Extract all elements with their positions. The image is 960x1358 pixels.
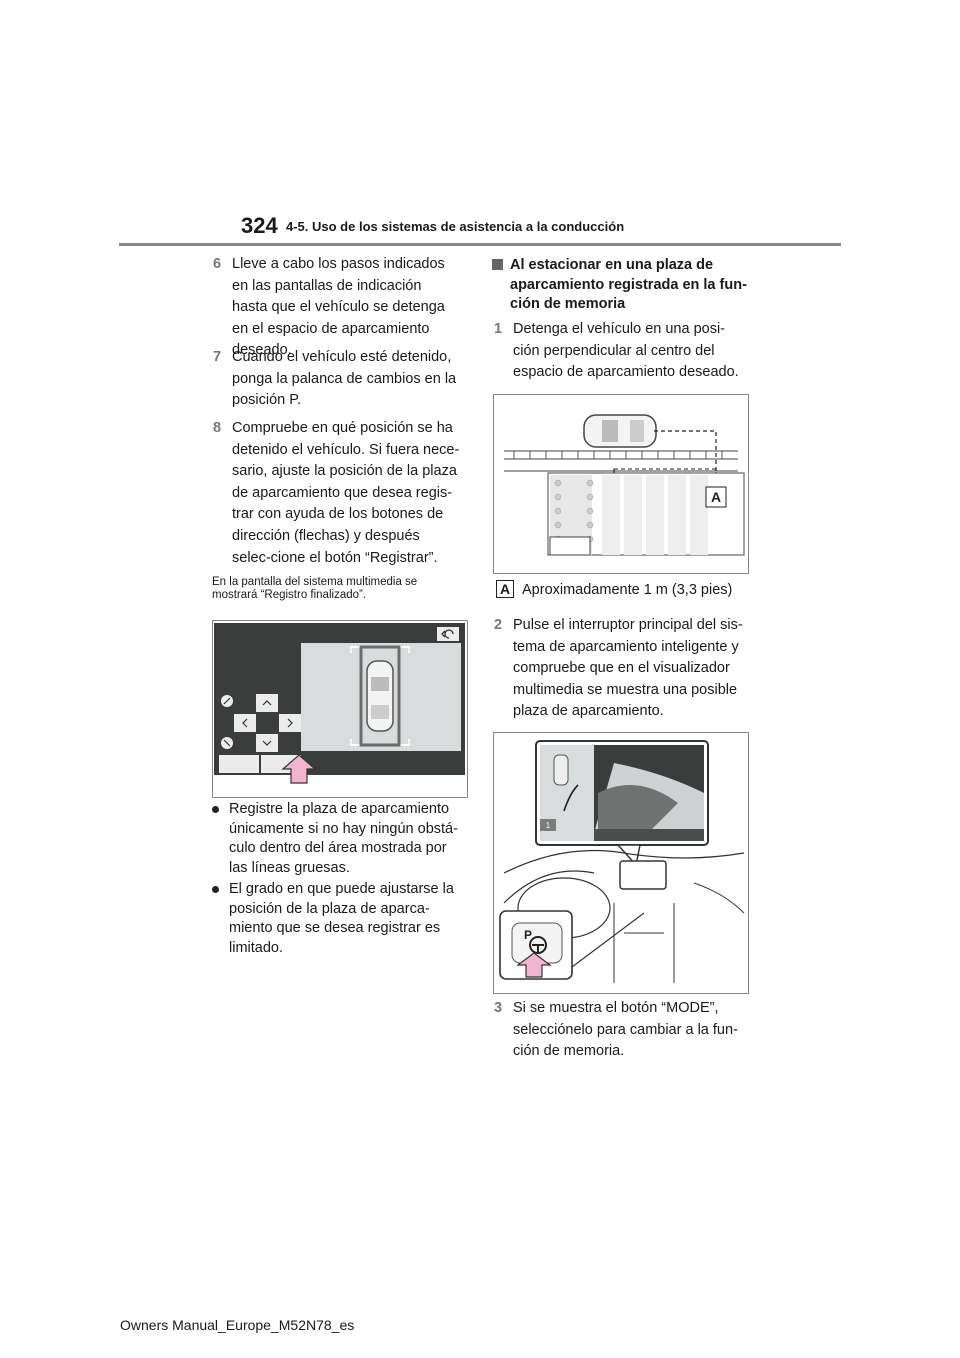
dashboard-figure: 1 P — [493, 732, 749, 994]
bullet-text: Registre la plaza de aparcamiento únicam… — [229, 801, 458, 876]
step-text: Pulse el interruptor principal del sis-t… — [513, 617, 743, 720]
bullet-dot — [212, 806, 219, 813]
step-text: Compruebe en qué posición se ha detenido… — [232, 420, 460, 566]
step-text: Detenga el vehículo en una posi-ción per… — [513, 321, 739, 381]
step-6: 6 Lleve a cabo los pasos indicados en la… — [213, 254, 460, 362]
parking-layout-illustration: A — [494, 395, 748, 573]
subsection-heading-text: Al estacionar en una plaza de aparcamien… — [510, 257, 747, 312]
step-number: 8 — [213, 420, 222, 436]
step-text: Si se muestra el botón “MODE”, selección… — [513, 1000, 738, 1060]
bullet-item: El grado en que puede ajustarse la posic… — [212, 880, 467, 958]
note-text: En la pantalla del sistema multimedia se… — [212, 576, 418, 601]
step-number: 1 — [494, 321, 503, 337]
screen-badge: 1 — [546, 821, 551, 830]
step-number: 2 — [494, 617, 503, 633]
step-1: 1 Detenga el vehículo en una posi-ción p… — [494, 319, 743, 384]
step-number: 6 — [213, 256, 222, 272]
registration-screen-figure — [212, 620, 468, 798]
callout-caption: A Aproximadamente 1 m (3,3 pies) — [496, 580, 732, 598]
step-2: 2 Pulse el interruptor principal del sis… — [494, 615, 743, 723]
header-divider — [119, 243, 841, 246]
document-name: Owners Manual_Europe_M52N78_es — [120, 1317, 355, 1333]
bullet-dot — [212, 886, 219, 893]
page-number: 324 — [241, 213, 278, 238]
step-number: 3 — [494, 1000, 503, 1016]
step-text: Cuando el vehículo esté detenido, ponga … — [232, 349, 457, 409]
callout-label: A — [496, 580, 514, 598]
step-7: 7 Cuando el vehículo esté detenido, pong… — [213, 347, 460, 412]
subsection-heading: Al estacionar en una plaza de aparcamien… — [492, 256, 750, 315]
parking-layout-figure: A — [493, 394, 749, 574]
parking-key-label: P — [524, 928, 532, 942]
step-8: 8 Compruebe en qué posición se ha deteni… — [213, 418, 460, 569]
section-title: 4-5. Uso de los sistemas de asistencia a… — [286, 219, 625, 234]
dashboard-illustration: 1 P — [494, 733, 748, 993]
step-number: 7 — [213, 349, 222, 365]
bullet-item: Registre la plaza de aparcamiento únicam… — [212, 800, 467, 878]
step-3: 3 Si se muestra el botón “MODE”, selecci… — [494, 998, 743, 1063]
heading-square-icon — [492, 259, 503, 270]
registration-screen-illustration — [213, 621, 467, 797]
callout-caption-text: Aproximadamente 1 m (3,3 pies) — [522, 582, 733, 598]
bullet-text: El grado en que puede ajustarse la posic… — [229, 881, 454, 956]
step-text: Lleve a cabo los pasos indicados en las … — [232, 256, 445, 359]
callout-letter: A — [711, 489, 721, 505]
